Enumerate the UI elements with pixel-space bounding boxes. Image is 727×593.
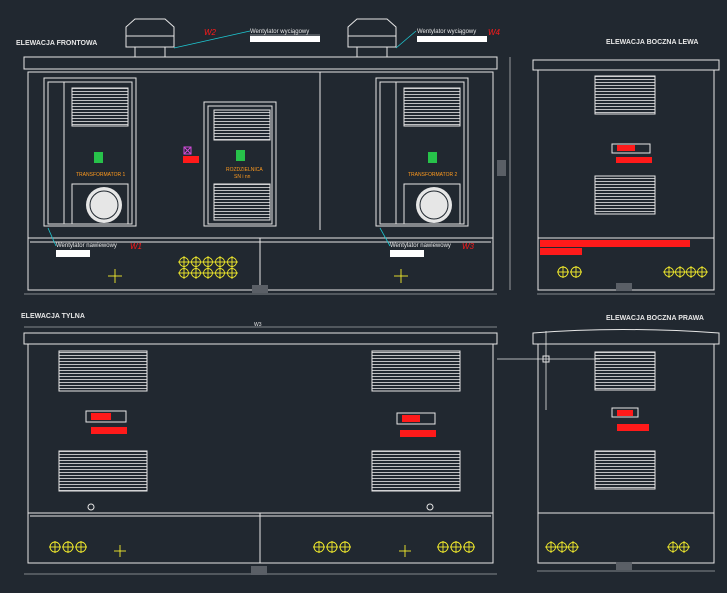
cable-entry-icon bbox=[108, 269, 122, 283]
transformer-2-door bbox=[375, 77, 469, 227]
marker-w1: W1 bbox=[130, 242, 142, 251]
exhaust-fan-left bbox=[125, 18, 175, 58]
rear-markers bbox=[91, 413, 436, 437]
transformer-2-label: TRANSFORMATOR 2 bbox=[408, 172, 457, 178]
rear-cable-symbols bbox=[49, 541, 475, 557]
exhaust-fan-right bbox=[347, 18, 397, 58]
warning-sign-icon bbox=[236, 150, 245, 161]
marker-w3: W3 bbox=[462, 242, 475, 251]
warning-sign-icon bbox=[428, 152, 437, 163]
front-cable-symbols bbox=[108, 256, 408, 283]
right-side-elevation: ELEWACJA BOCZNA PRAWA bbox=[497, 315, 720, 572]
rear-view-title: ELEWACJA TYLNA bbox=[21, 313, 85, 320]
transformer-1-label: TRANSFORMATOR 1 bbox=[76, 172, 125, 178]
left-side-markers bbox=[540, 145, 690, 255]
front-annotations: W2 Wentylator wyciągowy Wentylator wycią… bbox=[47, 28, 501, 257]
switchgear-label: ROZDZIELNICA bbox=[226, 167, 263, 173]
cable-gland-group-icon bbox=[178, 256, 238, 279]
marker-w4: W4 bbox=[488, 28, 501, 37]
cable-entry-icon bbox=[394, 269, 408, 283]
left-view-title: ELEWACJA BOCZNA LEWA bbox=[606, 39, 698, 46]
marker-icon bbox=[183, 146, 192, 155]
switchgear-sublabel: SN i nn bbox=[234, 174, 251, 180]
exhaust-fan-label-right: Wentylator wyciągowy bbox=[417, 29, 476, 35]
front-elevation: ELEWACJA FRONTOWA bbox=[16, 18, 511, 295]
front-view-title: ELEWACJA FRONTOWA bbox=[16, 40, 97, 47]
right-side-markers bbox=[617, 410, 649, 431]
dimension-label: W3 bbox=[254, 322, 262, 328]
exhaust-fan-label-left: Wentylator wyciągowy bbox=[250, 29, 309, 35]
left-side-elevation: ELEWACJA BOCZNA LEWA bbox=[532, 39, 720, 295]
left-cable-symbols bbox=[557, 266, 708, 278]
marker-w2: W2 bbox=[204, 28, 217, 37]
right-view-title: ELEWACJA BOCZNA PRAWA bbox=[606, 315, 704, 322]
switchgear-door bbox=[203, 101, 277, 227]
transformer-1-door bbox=[43, 77, 137, 227]
rear-elevation: ELEWACJA TYLNA W3 bbox=[21, 313, 498, 575]
supply-fan-label-right: Wentylator nawiewowy bbox=[390, 243, 451, 249]
front-roof bbox=[23, 56, 498, 70]
right-cable-symbols bbox=[545, 541, 690, 553]
supply-fan-label-left: Wentylator nawiewowy bbox=[56, 243, 117, 249]
warning-sign-icon bbox=[94, 152, 103, 163]
